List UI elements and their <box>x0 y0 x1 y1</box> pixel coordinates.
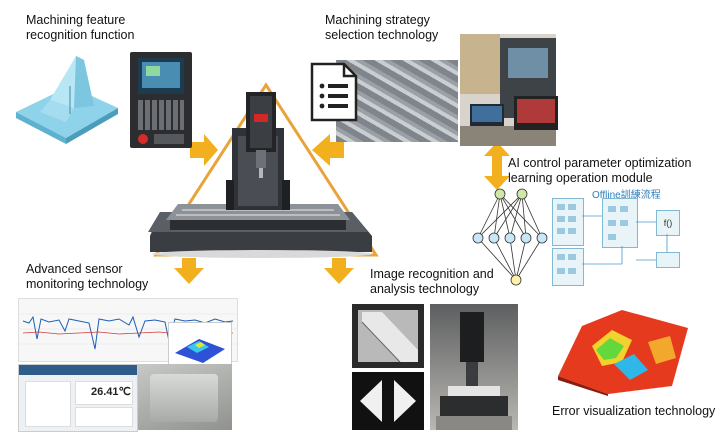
label-sensor-monitoring: Advanced sensor monitoring technology <box>26 262 148 292</box>
label-feature-recognition: Machining feature recognition function <box>26 13 134 43</box>
flow-box <box>656 252 680 268</box>
label-strategy-selection: Machining strategy selection technology <box>325 13 438 43</box>
laptop-photo <box>514 96 558 130</box>
label-line: monitoring technology <box>26 277 149 291</box>
nn-node <box>536 232 548 244</box>
vision-system-photo <box>430 304 518 430</box>
label-line: Advanced sensor <box>26 262 123 276</box>
arrow-up-down <box>484 142 510 190</box>
nn-node <box>516 188 528 200</box>
inspection-sample-photo <box>352 304 424 368</box>
arrow-left-1 <box>312 134 344 166</box>
neural-network-diagram <box>472 188 548 286</box>
simulation-render-photo <box>168 322 232 368</box>
inspection-sample <box>358 310 418 363</box>
label-line: analysis technology <box>370 282 480 296</box>
label-line: learning operation module <box>508 171 653 185</box>
error-heatmap-render <box>558 310 688 396</box>
machining-center-illustration <box>148 92 372 258</box>
nn-node <box>510 274 522 286</box>
simulation-render <box>175 339 225 363</box>
nn-node <box>520 232 532 244</box>
nn-node <box>494 188 506 200</box>
photo-divider <box>556 34 562 146</box>
edge-detection-photo <box>352 372 424 430</box>
label-error-visualization: Error visualization technology <box>552 404 715 419</box>
arrow-down-2 <box>324 258 354 284</box>
label-image-recognition: Image recognition and analysis technolog… <box>370 267 494 297</box>
label-line: Machining strategy <box>325 13 430 27</box>
nn-node <box>504 232 516 244</box>
edge-detection-image <box>360 380 416 422</box>
arrow-right-1 <box>190 134 218 166</box>
label-line: Image recognition and <box>370 267 494 281</box>
offline-training-flowchart: Offline訓練流程 f() <box>552 186 718 286</box>
label-line: AI control parameter optimization <box>508 156 692 170</box>
nn-node <box>472 232 484 244</box>
label-line: Error visualization technology <box>552 404 716 418</box>
document-icon <box>310 62 358 122</box>
label-line: recognition function <box>26 28 135 42</box>
flow-formula-box: f() <box>656 210 680 236</box>
workpiece-block-photo <box>138 364 232 430</box>
label-ai-control: AI control parameter optimization learni… <box>508 156 691 186</box>
label-line: selection technology <box>325 28 439 42</box>
arrow-down-1 <box>174 258 204 284</box>
temperature-readout: 26.41℃ <box>91 386 131 398</box>
label-line: Machining feature <box>26 13 126 27</box>
nn-node <box>488 232 500 244</box>
flow-connectors <box>557 204 668 274</box>
monitoring-dashboard-photo: 26.41℃ <box>18 364 138 432</box>
3d-part-model <box>16 56 118 144</box>
flowchart-title: Offline訓練流程 <box>592 190 661 201</box>
cnc-controller-photo <box>130 52 192 148</box>
